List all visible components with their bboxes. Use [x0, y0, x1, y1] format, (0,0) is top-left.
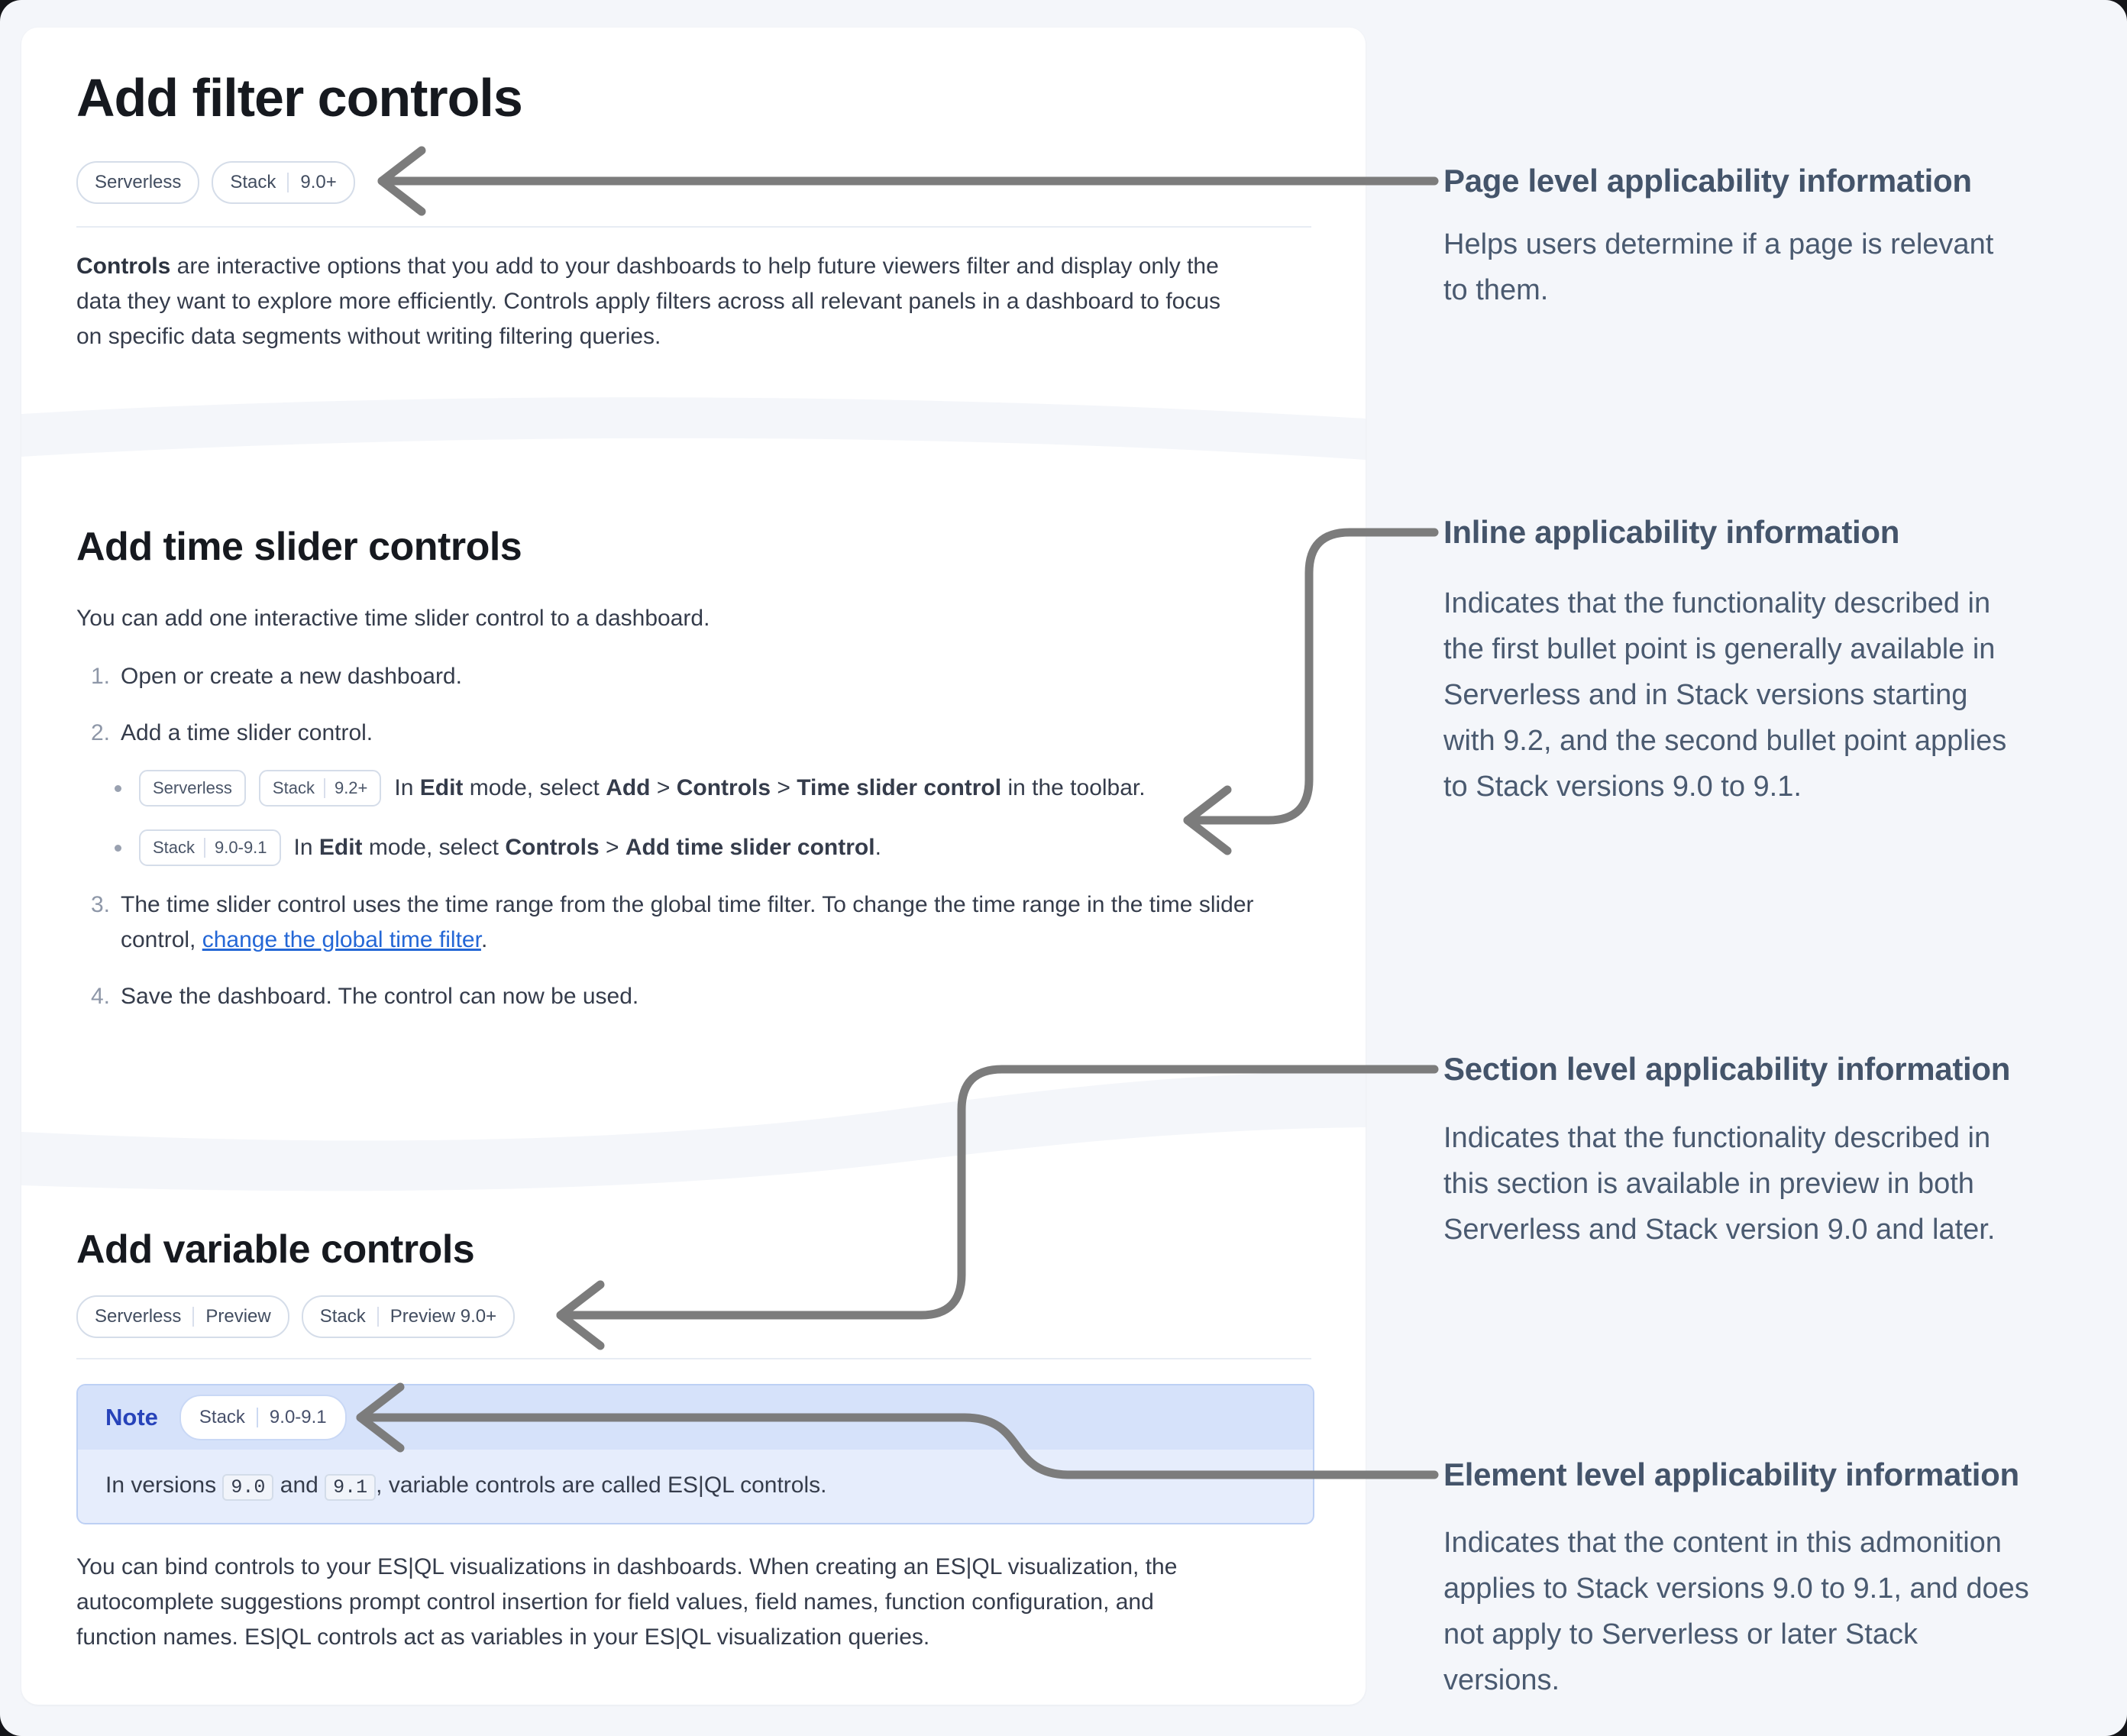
text-segment: Save the dashboard. The control can now … [121, 984, 639, 1009]
bullet-text: In Edit mode, select Add > Controls > Ti… [394, 775, 1145, 801]
list-item-3: 3. The time slider control uses the time… [81, 887, 1254, 958]
text-segment: Controls [505, 835, 600, 860]
section-title-time-slider: Add time slider controls [76, 525, 522, 569]
badge-serverless-preview[interactable]: Serverless Preview [76, 1295, 289, 1338]
intro-paragraph: Controls are interactive options that yo… [76, 249, 1306, 354]
badge-serverless[interactable]: Serverless [76, 161, 200, 204]
badge-stack-9-0-9-1[interactable]: Stack 9.0-9.1 [139, 829, 281, 866]
text-segment: Add time slider control [625, 835, 875, 860]
bullet-item-serverless-stack-9-2: Serverless Stack 9.2+ In Edit mode, selec… [115, 770, 1146, 807]
list-item-4: 4. Save the dashboard. The control can n… [81, 979, 638, 1014]
text-segment: > [650, 775, 677, 800]
code-chip: 9.1 [325, 1474, 377, 1501]
bullet-item-stack-9-0-9-1: Stack 9.0-9.1 In Edit mode, select Contro… [115, 829, 881, 866]
list-item-text: Add a time slider control. [121, 716, 373, 751]
badge-divider [323, 778, 325, 798]
annotation-heading-page-level: Page level applicability information [1443, 163, 1972, 199]
note-admonition: Note Stack 9.0-9.1 In versions 9.0 and 9.… [76, 1384, 1314, 1524]
annotation-heading-inline: Inline applicability information [1443, 514, 1900, 550]
badge-part: 9.0+ [300, 172, 337, 192]
text-segment: mode, select [463, 775, 606, 800]
code-chip: 9.0 [222, 1474, 274, 1501]
list-item-1: 1. Open or create a new dashboard. [81, 659, 462, 694]
annotation-heading-section-level: Section level applicability information [1443, 1051, 2011, 1087]
list-number: 3. [90, 892, 110, 917]
list-number: 4. [90, 984, 110, 1009]
badge-divider [287, 173, 289, 192]
text-segment: are interactive options that you add to … [76, 254, 1221, 349]
badge-part: Serverless [153, 778, 232, 797]
text-segment: You can bind controls to your ES|QL visu… [76, 1554, 1178, 1650]
note-body-text: In versions 9.0 and 9.1, variable contro… [105, 1473, 827, 1501]
text-segment: Add [606, 775, 651, 800]
text-segment: , variable controls are called ES|QL con… [376, 1473, 827, 1498]
page-title: Add filter controls [76, 68, 523, 128]
text-segment: Controls [676, 775, 771, 800]
badge-divider [204, 838, 206, 858]
badge-stack-9-2-plus[interactable]: Stack 9.2+ [258, 770, 382, 807]
text-segment: > [599, 835, 625, 860]
esql-paragraph: You can bind controls to your ES|QL visu… [76, 1550, 1306, 1655]
text-segment: In versions [105, 1473, 223, 1498]
badge-part: Stack [153, 838, 196, 857]
badge-part: Stack [319, 1306, 366, 1327]
badge-stack-preview-9-0-plus[interactable]: Stack Preview 9.0+ [301, 1295, 516, 1338]
divider [76, 1358, 1311, 1359]
note-header: Note Stack 9.0-9.1 [78, 1385, 1313, 1450]
badge-part: 9.2+ [334, 778, 368, 797]
badge-divider [256, 1408, 258, 1427]
annotation-body-page-level: Helps users determine if a page is relev… [1443, 228, 1994, 306]
list-number: 1. [90, 664, 110, 689]
annotation-body-element-level: Indicates that the content in this admon… [1443, 1527, 2029, 1696]
link-change-global-time-filter[interactable]: change the global time filter [202, 927, 481, 952]
time-slider-lead: You can add one interactive time slider … [76, 606, 710, 631]
bullet-dot [115, 784, 121, 792]
text-segment: The time slider control uses the time ra… [121, 892, 1254, 952]
text-segment: . [480, 927, 488, 952]
badge-divider [192, 1307, 195, 1327]
badge-part: Preview 9.0+ [390, 1306, 497, 1327]
section-title-variable-controls: Add variable controls [76, 1227, 475, 1272]
text-segment: in the toolbar. [1001, 775, 1146, 800]
list-item-text: The time slider control uses the time ra… [121, 887, 1254, 958]
text-segment: Controls [76, 254, 171, 279]
list-item-2: 2. Add a time slider control. [81, 716, 373, 751]
text-segment: Open or create a new dashboard. [121, 664, 462, 689]
badge-stack-9-0-9-1[interactable]: Stack 9.0-9.1 [179, 1395, 347, 1440]
variable-badge-row: Serverless Preview Stack Preview 9.0+ [76, 1295, 516, 1338]
divider [76, 226, 1311, 228]
list-item-text: Open or create a new dashboard. [121, 659, 462, 694]
text-segment: Edit [318, 835, 363, 860]
badge-part: Preview [205, 1306, 271, 1327]
text-segment: > [771, 775, 797, 800]
list-number: 2. [90, 720, 110, 745]
annotation-body-section-level: Indicates that the functionality describ… [1443, 1122, 1996, 1246]
list-item-text: Save the dashboard. The control can now … [121, 979, 638, 1014]
badge-serverless[interactable]: Serverless [139, 770, 246, 807]
note-label: Note [105, 1404, 158, 1431]
badge-stack-9-0-plus[interactable]: Stack 9.0+ [212, 161, 355, 204]
badge-part: 9.0-9.1 [269, 1407, 327, 1427]
badge-divider [377, 1307, 379, 1327]
badge-part: Stack [272, 778, 315, 797]
badge-part: 9.0-9.1 [215, 838, 267, 857]
text-segment: Edit [419, 775, 464, 800]
text-segment: . [874, 835, 881, 860]
annotation-body-inline: Indicates that the functionality describ… [1443, 587, 2007, 803]
text-segment: Add a time slider control. [121, 720, 373, 745]
badge-part: Serverless [95, 1306, 182, 1327]
badge-part: Stack [199, 1407, 245, 1427]
text-segment: In [394, 775, 420, 800]
text-segment: Time slider control [797, 775, 1002, 800]
bullet-text: In Edit mode, select Controls > Add time… [294, 835, 881, 861]
badge-part: Serverless [95, 172, 182, 192]
page-badge-row: Serverless Stack 9.0+ [76, 161, 355, 204]
bullet-dot [115, 844, 121, 852]
text-segment: and [273, 1473, 325, 1498]
note-body: In versions 9.0 and 9.1, variable contro… [78, 1450, 1313, 1521]
annotation-heading-element-level: Element level applicability information [1443, 1456, 2019, 1492]
badge-part: Stack [230, 172, 276, 192]
text-segment: mode, select [362, 835, 506, 860]
text-segment: In [293, 835, 319, 860]
